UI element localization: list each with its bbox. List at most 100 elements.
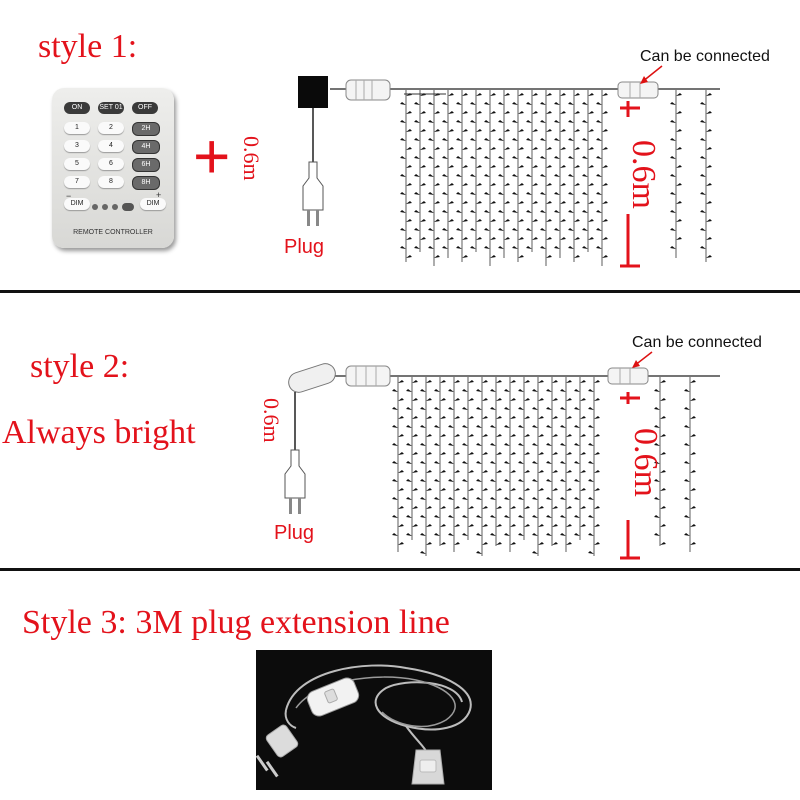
led-bulb [588,461,594,464]
led-bulb [428,138,434,141]
led-bulb [420,407,426,410]
drop-length-marker-2 [620,392,640,560]
led-bulb [546,389,552,392]
led-bulb [574,461,580,464]
led-bulb [566,416,572,419]
led-bulb [504,479,510,482]
led-bulb [468,380,474,383]
led-bulb [588,219,594,222]
remote-button[interactable]: DIM [64,198,90,210]
led-bulb [560,515,566,518]
remote-button[interactable]: 6 [98,158,124,170]
led-bulb [568,228,574,231]
led-bulb [434,165,440,168]
led-bulb [526,102,532,105]
led-bulb [468,398,474,401]
led-bulb [566,398,572,401]
led-bulb [398,434,404,437]
led-bulb [602,255,608,258]
led-bulb [518,93,524,96]
led-bulb [574,407,580,410]
led-bulb [412,380,418,383]
eu-plug-icon [302,161,324,226]
led-bulb [546,165,552,168]
led-bulb [582,228,588,231]
remote-button[interactable]: 2H [132,122,160,136]
led-bulb [588,111,594,114]
led-bulb [482,380,488,383]
led-bulb [454,380,460,383]
remote-button[interactable]: 6H [132,158,160,172]
remote-button[interactable]: 2 [98,122,124,134]
led-bulb [490,533,496,536]
led-bulb [420,129,426,132]
led-bulb [526,228,532,231]
led-bulb [684,479,690,482]
led-bulb [470,102,476,105]
led-bulb [462,147,468,150]
led-bulb [574,425,580,428]
led-bulb [434,407,440,410]
led-bulb [574,183,580,186]
remote-button[interactable]: 8H [132,176,160,190]
led-bulb [440,398,446,401]
led-bulb [580,380,586,383]
remote-button[interactable]: SET 01 [98,102,124,114]
remote-button[interactable]: OFF [132,102,158,114]
led-bulb [400,174,406,177]
led-bulb [504,183,510,186]
led-bulb [684,533,690,536]
curtain-strands-1 [400,90,712,266]
led-bulb [470,210,476,213]
led-bulb [476,111,482,114]
led-bulb [448,461,454,464]
led-bulb [684,461,690,464]
led-bulb [476,183,482,186]
led-bulb [490,479,496,482]
led-bulb [538,506,544,509]
led-bulb [596,102,602,105]
led-bulb [654,425,660,428]
remote-button[interactable]: 4 [98,140,124,152]
remote-button[interactable]: 3 [64,140,90,152]
led-bulb [496,542,502,545]
remote-button[interactable]: 8 [98,176,124,188]
led-bulb [434,219,440,222]
led-bulb [420,389,426,392]
led-bulb [546,407,552,410]
led-bulb [518,111,524,114]
connect-label-1: Can be connected [640,48,770,65]
remote-button[interactable]: 5 [64,158,90,170]
led-bulb [476,407,482,410]
led-bulb [512,138,518,141]
remote-button[interactable]: 7 [64,176,90,188]
remote-button[interactable]: 1 [64,122,90,134]
led-bulb [498,102,504,105]
led-bulb [462,201,468,204]
led-bulb [512,228,518,231]
led-bulb [392,407,398,410]
led-bulb [574,237,580,240]
remote-button[interactable]: 4H [132,140,160,154]
led-bulb [476,425,482,428]
led-bulb [490,201,496,204]
led-bulb [554,138,560,141]
led-bulb [580,398,586,401]
led-bulb [660,542,666,545]
led-bulb [392,533,398,536]
led-bulb [434,443,440,446]
led-bulb [400,102,406,105]
led-bulb [532,93,538,96]
led-bulb [546,515,552,518]
led-bulb [676,201,682,204]
led-bulb [594,380,600,383]
led-bulb [426,434,432,437]
connect-label-2: Can be connected [632,334,762,351]
led-bulb [440,416,446,419]
remote-button[interactable]: ON [64,102,90,114]
remote-button[interactable]: DIM [140,198,166,210]
led-bulb [440,470,446,473]
led-bulb [700,102,706,105]
led-bulb [684,389,690,392]
